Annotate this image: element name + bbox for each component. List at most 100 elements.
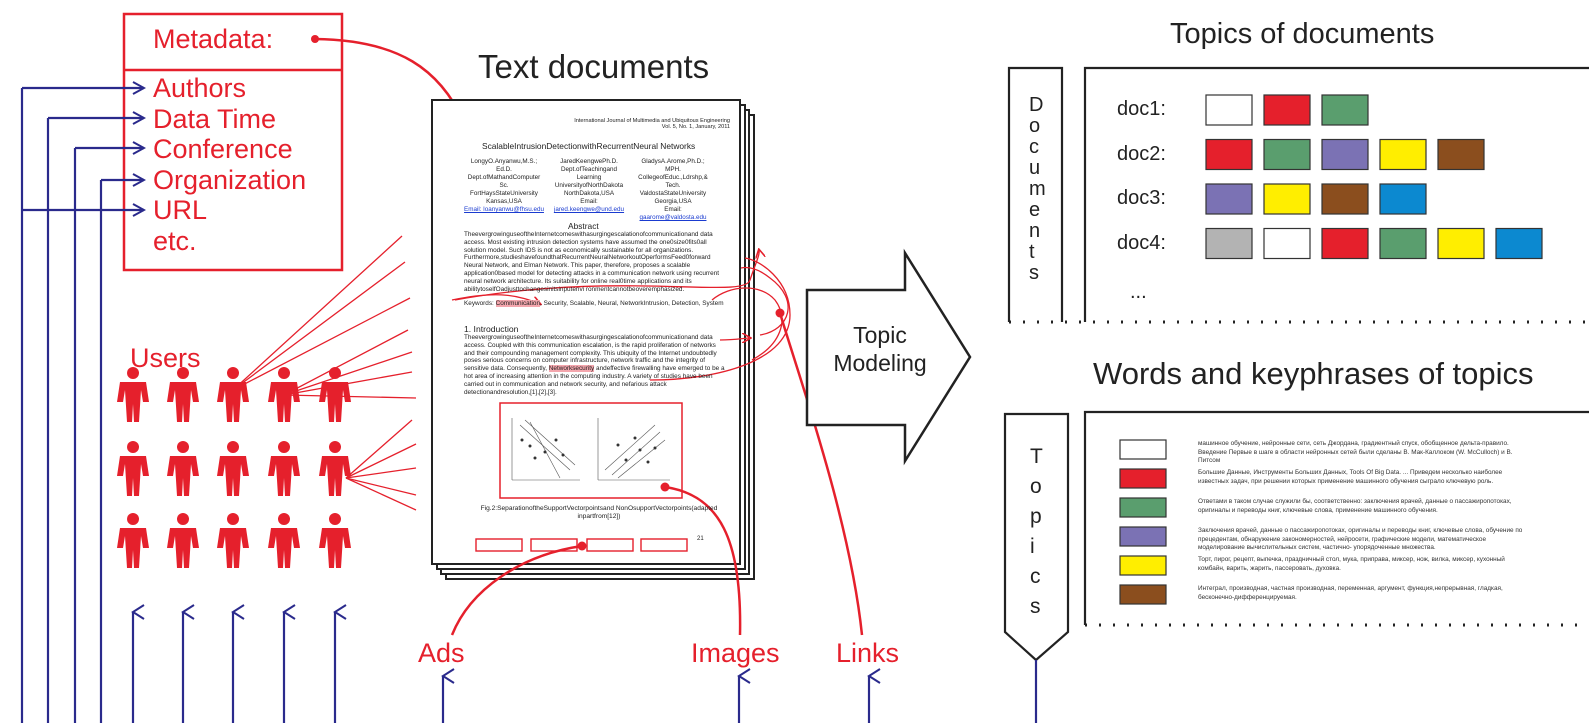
author-email: Email: loanyanwu@fhsu.edu <box>464 206 544 213</box>
intro-highlight: Networksecurity <box>548 365 595 373</box>
topics-side-letter: p <box>1030 505 1042 528</box>
user-icon <box>268 441 300 496</box>
doc-topic-swatch <box>1379 227 1427 260</box>
topics-side-letter: T <box>1030 445 1043 468</box>
figure-box <box>499 402 683 499</box>
user-icon <box>167 441 199 496</box>
doc-topic-swatch <box>1263 138 1311 171</box>
doc-topic-swatch <box>1263 183 1311 215</box>
intro-text-1: TheevergrowinguseoftheInternetcomeswitha… <box>464 334 717 373</box>
document-stack <box>431 99 755 580</box>
author-email: gaarome@valdosta.edu <box>639 214 707 221</box>
text-documents-title: Text documents <box>478 48 710 85</box>
author-line: JaredKeengwePh.D. <box>560 158 618 165</box>
doc-topic-swatch <box>1321 94 1369 126</box>
doc-label: doc1: <box>1117 98 1166 120</box>
abstract-heading: Abstract <box>568 221 599 231</box>
doc-topic-swatch <box>1263 94 1311 126</box>
navy-user-arrows <box>131 604 881 723</box>
keywords-highlight: Communication <box>495 300 541 307</box>
links-label: Links <box>836 638 900 668</box>
topic-color-swatches <box>1119 439 1167 605</box>
doc-topic-swatch <box>1495 227 1543 260</box>
topic-swatch <box>1119 439 1167 460</box>
user-icon <box>268 367 300 422</box>
topic-swatch <box>1119 555 1167 576</box>
topic-modeling-arrow <box>805 248 972 466</box>
intro-heading: 1. Introduction <box>464 324 519 334</box>
author-line: Dept.ofMathandComputer <box>467 174 541 181</box>
documents-side-letter: u <box>1029 157 1041 179</box>
author-line: MPH. <box>665 166 681 173</box>
author-line: Email: <box>580 198 598 205</box>
topic-swatch <box>1119 526 1167 547</box>
documents-side-letter: o <box>1029 115 1041 137</box>
author-line: Email: loanyanwu@fhsu.edu <box>463 206 545 213</box>
metadata-item: URL <box>153 195 208 225</box>
documents-side-letter: s <box>1029 262 1039 284</box>
doc-topic-swatch <box>1205 183 1253 215</box>
words-of-topics-title: Words and keyphrases of topics <box>1093 356 1534 391</box>
user-icon <box>319 367 351 422</box>
keywords-prefix: Keywords: <box>464 300 496 307</box>
topic-swatch <box>1119 497 1167 518</box>
metadata-title: Metadata: <box>153 24 274 54</box>
doc-topic-swatch <box>1437 227 1485 260</box>
metadata-item: Conference <box>153 134 293 164</box>
metadata-item: etc. <box>153 225 197 256</box>
journal-line-1: International Journal of Multimedia and … <box>574 118 730 124</box>
paper-title: ScalableIntrusionDetectionwithRecurrentN… <box>482 141 696 151</box>
images-label: Images <box>691 638 780 668</box>
doc-topic-swatch <box>1321 227 1369 260</box>
user-icon <box>217 367 249 422</box>
metadata-item: Authors <box>153 73 247 103</box>
author-line: GladysA.Arome,Ph.D.; <box>641 158 705 165</box>
doc-topic-swatch <box>1379 138 1427 171</box>
topics-side-letter: c <box>1030 565 1041 588</box>
topics-down-arrow <box>1003 412 1070 662</box>
topic-keyphrases: Ответами в таком случае служили бы, соот… <box>1198 498 1512 514</box>
documents-side-letter: n <box>1029 220 1041 242</box>
author-line: Tech. <box>665 182 681 189</box>
documents-side-letter: c <box>1029 136 1039 158</box>
page-number: 21 <box>697 536 704 542</box>
topics-side-letter: s <box>1030 595 1041 618</box>
topic-keyphrases: Интеграл, производная, частная производн… <box>1198 585 1503 601</box>
user-icon <box>167 367 199 422</box>
author-line: Sc. <box>499 182 509 189</box>
author-email: jared.keengwe@und.edu <box>553 206 625 213</box>
user-icon <box>167 513 199 568</box>
topic-keyphrases: Заключения врачей, данные о пассажиропот… <box>1198 527 1523 552</box>
doc-label: doc3: <box>1117 187 1166 209</box>
doc-topic-swatch <box>1263 227 1311 260</box>
internal-links <box>451 250 791 381</box>
keywords-line: Keywords: Communication, Security, Scala… <box>464 300 726 308</box>
figure-sketch <box>511 418 670 481</box>
author-line: gaarome@valdosta.edu <box>632 214 714 221</box>
doc-topic-swatch <box>1379 183 1427 215</box>
topic-keyphrases: машинное обучение, нейронные сети, сеть … <box>1198 440 1513 465</box>
doc-topic-swatch <box>1321 138 1369 171</box>
doc-ellipsis: ... <box>1130 281 1147 303</box>
doc-topic-swatch <box>1437 138 1485 171</box>
topics-side-letter: i <box>1030 535 1035 558</box>
doc-topic-swatch <box>1205 227 1253 260</box>
metadata-box <box>122 12 344 272</box>
documents-side-letter: e <box>1029 199 1041 221</box>
topic-keyphrases: Большие Данные, Инструменты Больших Данн… <box>1198 469 1503 485</box>
user-icon <box>268 513 300 568</box>
topic-modeling-label: Topic Modeling <box>833 322 927 376</box>
author-line: Ed.D. <box>496 166 512 173</box>
bottom-connectors <box>450 312 864 636</box>
doc-label: doc2: <box>1117 142 1166 165</box>
ads-label: Ads <box>418 638 465 668</box>
author-line: FortHaysStateUniversity <box>470 190 538 197</box>
user-icon <box>117 367 149 422</box>
topic-keyphrases: Торт, пирог, рецепт, выпечка, праздничны… <box>1198 556 1505 572</box>
journal-line-2: Vol. 5, No. 1, January, 2011 <box>661 124 730 131</box>
intro-text: TheevergrowinguseoftheInternetcomeswitha… <box>464 334 726 397</box>
doc-topic-swatch <box>1205 94 1253 126</box>
author-line: NorthDakota,USA <box>563 190 615 197</box>
navy-metadata-lines <box>20 88 144 723</box>
